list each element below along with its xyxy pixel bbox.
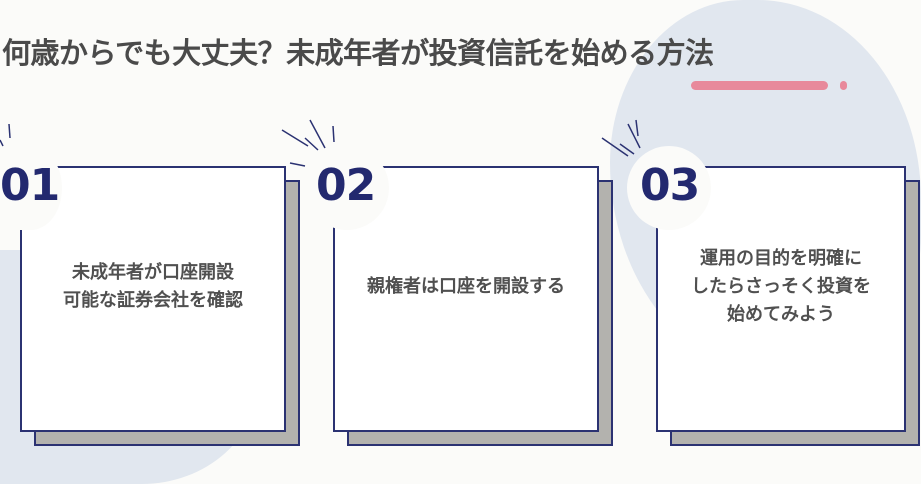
page-title: 何歳からでも大丈夫？未成年者が投資信託を始める方法 bbox=[2, 36, 714, 70]
title-underline bbox=[691, 81, 828, 90]
step-card-1: 未成年者が口座開設 可能な証券会社を確認 bbox=[20, 166, 300, 446]
step-text: 運用の目的を明確に したらさっそく投資を 始めてみよう bbox=[691, 248, 871, 325]
step-number-3: 03 bbox=[640, 160, 700, 211]
sparkle-rays-icon bbox=[281, 119, 335, 167]
step-number-1: 01 bbox=[0, 160, 60, 211]
number-badge-bg bbox=[627, 146, 711, 230]
sparkle-rays-icon bbox=[601, 119, 641, 157]
card-body: 未成年者が口座開設 可能な証券会社を確認 bbox=[20, 166, 286, 432]
title-dot bbox=[840, 81, 847, 90]
number-badge-bg bbox=[305, 146, 389, 230]
step-number-2: 02 bbox=[316, 160, 376, 211]
step-text: 未成年者が口座開設 可能な証券会社を確認 bbox=[63, 262, 243, 311]
step-text: 親権者は口座を開設する bbox=[367, 276, 565, 298]
sparkle-rays-icon bbox=[0, 123, 11, 147]
number-badge-bg bbox=[0, 146, 62, 230]
step-card-3: 運用の目的を明確に したらさっそく投資を 始めてみよう bbox=[656, 166, 920, 446]
